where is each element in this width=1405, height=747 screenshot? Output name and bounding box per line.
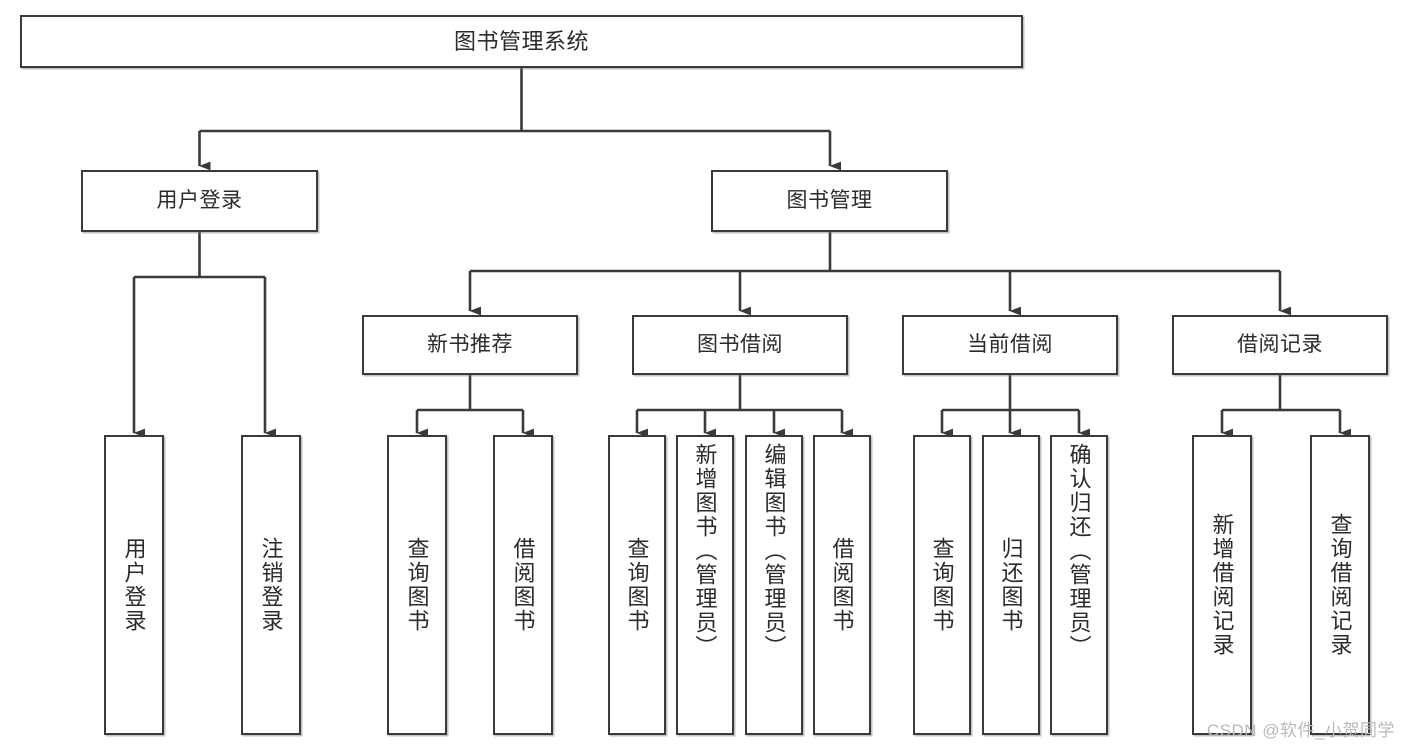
node-root-system[interactable]: 图书管理系统 — [20, 15, 1023, 68]
node-root-system-label: 图书管理系统 — [453, 28, 589, 54]
node-leaf-bb-borrow-book-label: 借阅图书 — [829, 537, 855, 633]
node-new-book-recommend[interactable]: 新书推荐 — [362, 315, 578, 375]
node-book-borrow-label: 图书借阅 — [697, 332, 783, 356]
node-leaf-logout-label: 注销登录 — [258, 537, 284, 633]
node-leaf-nb-borrow-book[interactable]: 借阅图书 — [493, 435, 553, 735]
node-leaf-nb-query-book[interactable]: 查询图书 — [387, 435, 447, 735]
node-leaf-cb-return-book-label: 归还图书 — [998, 537, 1024, 633]
node-current-borrow[interactable]: 当前借阅 — [902, 315, 1118, 375]
node-leaf-br-add-record[interactable]: 新增借阅记录 — [1192, 435, 1252, 735]
node-borrow-record-label: 借阅记录 — [1237, 332, 1323, 356]
csdn-watermark: CSDN @软件_小贺同学 — [1206, 721, 1395, 740]
node-user-login-label: 用户登录 — [156, 188, 243, 212]
node-book-management-label: 图书管理 — [786, 188, 873, 212]
node-leaf-bb-query-book[interactable]: 查询图书 — [608, 435, 666, 735]
node-new-book-recommend-label: 新书推荐 — [427, 332, 513, 356]
node-leaf-logout[interactable]: 注销登录 — [241, 435, 301, 735]
node-leaf-cb-confirm-return-admin[interactable]: 确认归还（管理员） — [1050, 435, 1108, 735]
node-user-login[interactable]: 用户登录 — [81, 170, 318, 232]
node-leaf-cb-query-book-label: 查询图书 — [929, 537, 955, 633]
node-leaf-bb-edit-book-admin-label: 编辑图书（管理员） — [761, 443, 787, 659]
node-leaf-user-login[interactable]: 用户登录 — [104, 435, 164, 735]
node-leaf-nb-borrow-book-label: 借阅图书 — [510, 537, 536, 633]
node-leaf-br-add-record-label: 新增借阅记录 — [1209, 513, 1235, 657]
node-leaf-bb-borrow-book[interactable]: 借阅图书 — [813, 435, 871, 735]
node-leaf-bb-edit-book-admin[interactable]: 编辑图书（管理员） — [745, 435, 803, 735]
node-leaf-cb-return-book[interactable]: 归还图书 — [982, 435, 1040, 735]
node-leaf-bb-add-book-admin-label: 新增图书（管理员） — [692, 443, 718, 659]
node-leaf-nb-query-book-label: 查询图书 — [404, 537, 430, 633]
node-leaf-br-query-record-label: 查询借阅记录 — [1327, 513, 1353, 657]
node-leaf-user-login-label: 用户登录 — [121, 537, 147, 633]
node-book-borrow[interactable]: 图书借阅 — [632, 315, 848, 375]
node-current-borrow-label: 当前借阅 — [967, 332, 1053, 356]
node-borrow-record[interactable]: 借阅记录 — [1172, 315, 1388, 375]
node-book-management[interactable]: 图书管理 — [711, 170, 948, 232]
node-leaf-cb-confirm-return-admin-label: 确认归还（管理员） — [1066, 443, 1092, 659]
node-leaf-bb-query-book-label: 查询图书 — [624, 537, 650, 633]
node-leaf-bb-add-book-admin[interactable]: 新增图书（管理员） — [676, 435, 734, 735]
node-leaf-cb-query-book[interactable]: 查询图书 — [913, 435, 971, 735]
node-leaf-br-query-record[interactable]: 查询借阅记录 — [1310, 435, 1370, 735]
